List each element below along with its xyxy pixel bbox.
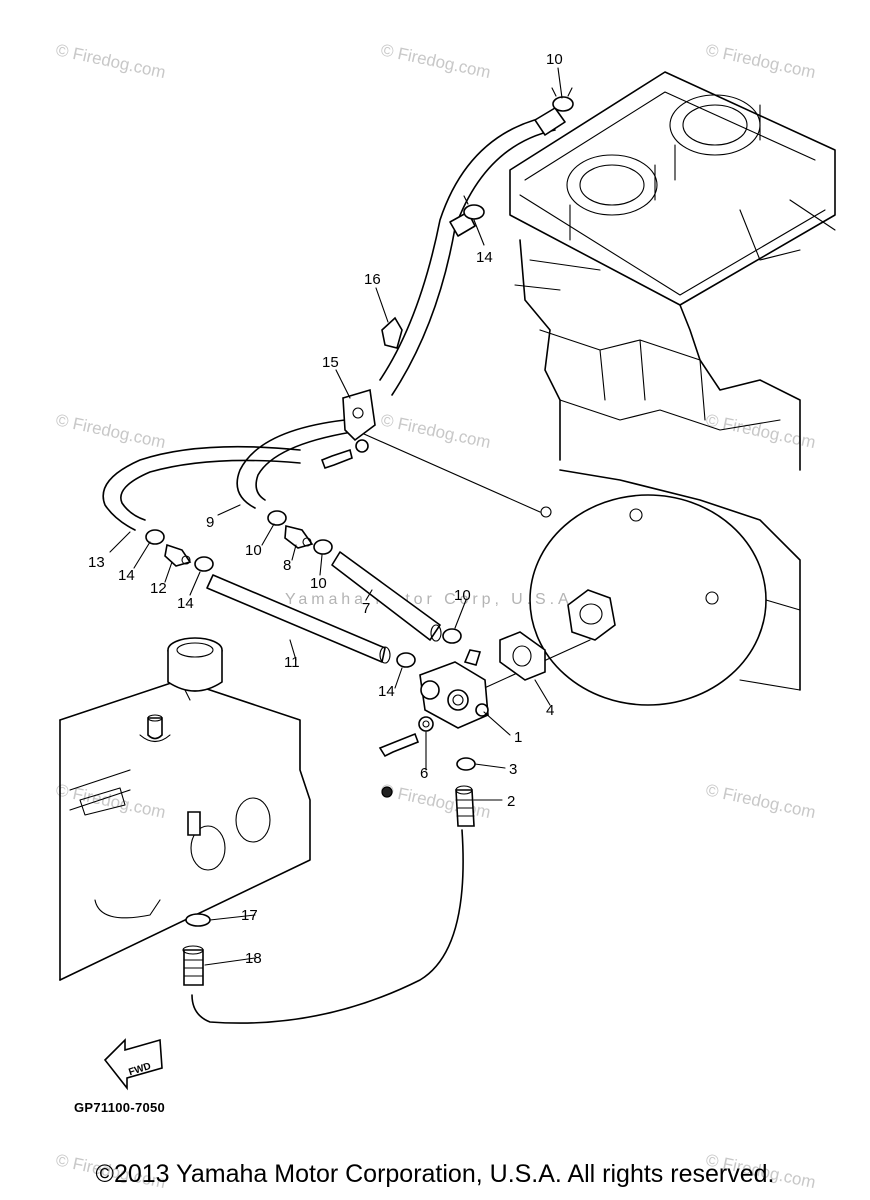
part-label-10: 10 [546, 51, 563, 68]
part-label-14: 14 [118, 567, 135, 584]
watermark-group: © Firedog.com © Firedog.com © Firedog.co… [54, 40, 817, 1192]
watermark: © Firedog.com [54, 780, 167, 822]
watermark: © Firedog.com [54, 410, 167, 452]
watermark: © Firedog.com [704, 780, 817, 822]
part-label-14: 14 [177, 595, 194, 612]
figure-code: GP71100-7050 [74, 1100, 166, 1115]
part-label-2: 2 [507, 793, 515, 810]
part-label-12: 12 [150, 580, 167, 597]
part-label-14: 14 [476, 249, 493, 266]
part-label-1: 1 [514, 729, 522, 746]
part-label-3: 3 [509, 761, 517, 778]
watermark: © Firedog.com [379, 40, 492, 82]
part-label-15: 15 [322, 354, 339, 371]
part-label-4: 4 [546, 702, 554, 719]
part-label-16: 16 [364, 271, 381, 288]
part-label-13: 13 [88, 554, 105, 571]
leader-lines [109, 67, 563, 966]
part-label-17: 17 [241, 907, 258, 924]
part-label-6: 6 [420, 765, 428, 782]
engine-block [509, 71, 836, 706]
part-label-10: 10 [310, 575, 327, 592]
part-label-8: 8 [283, 557, 291, 574]
watermark: © Firedog.com [54, 40, 167, 82]
part-label-9: 9 [206, 514, 214, 531]
part-label-18: 18 [245, 950, 262, 967]
copyright-notice: ©2013 Yamaha Motor Corporation, U.S.A. A… [95, 1160, 775, 1188]
part-label-11: 11 [284, 654, 300, 671]
part-label-7: 7 [362, 600, 370, 617]
part-label-10: 10 [454, 587, 471, 604]
oil-tank [59, 637, 311, 981]
center-watermark: Yamaha Motor Corp, U.S.A. [285, 591, 577, 608]
watermark: © Firedog.com [704, 40, 817, 82]
fwd-arrow: FWD [103, 1038, 163, 1091]
watermark: © Firedog.com [379, 410, 492, 452]
part-label-10: 10 [245, 542, 262, 559]
watermark: © Firedog.com [379, 780, 492, 822]
parts [145, 87, 574, 986]
part-labels: 10 14 16 15 9 10 8 10 13 14 12 14 7 10 1… [88, 51, 563, 967]
part-label-14: 14 [378, 683, 395, 700]
